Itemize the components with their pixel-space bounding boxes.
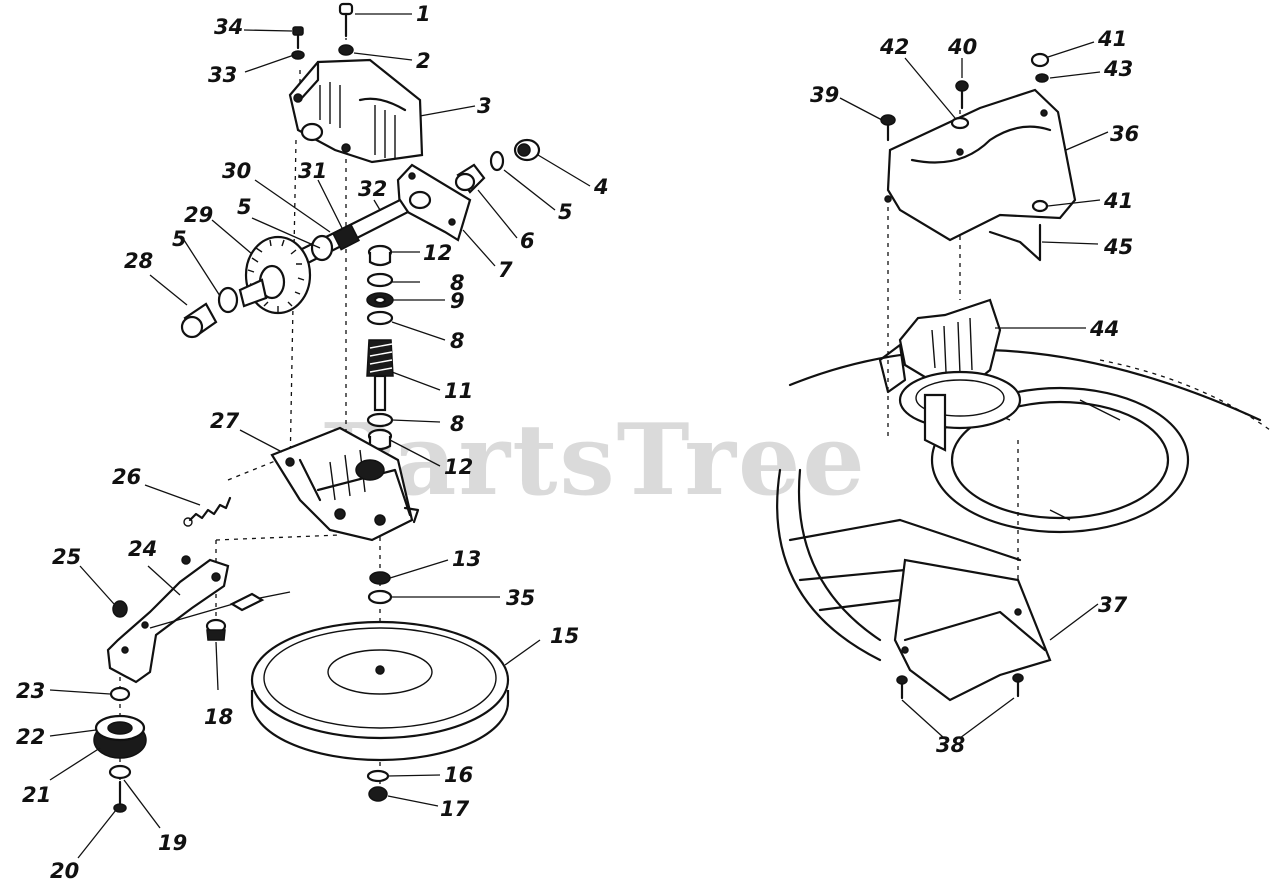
screw-34	[292, 26, 304, 50]
callout-8-middle: 8	[450, 329, 465, 353]
callout-37: 37	[1098, 593, 1128, 617]
nut-41-lower	[1031, 199, 1049, 213]
callout-1: 1	[416, 2, 431, 26]
washer-16	[366, 769, 390, 783]
callout-40: 40	[947, 35, 977, 59]
callout-45: 45	[1103, 235, 1133, 259]
callout-12-bottom: 12	[444, 455, 473, 479]
callout-5-upper: 5	[237, 195, 252, 219]
bolt-20	[113, 780, 127, 813]
mounted-gearbox-44	[878, 298, 1022, 452]
callout-2: 2	[416, 49, 431, 73]
washer-2	[338, 44, 354, 56]
washer-35	[367, 589, 393, 605]
callout-16: 16	[444, 763, 473, 787]
pulley-15	[250, 620, 510, 762]
callout-41-top: 41	[1097, 27, 1127, 51]
callout-13: 13	[452, 547, 481, 571]
bolt-39	[880, 114, 896, 142]
idler-bracket-24	[106, 555, 230, 684]
nut-25	[112, 600, 128, 618]
callout-39: 39	[810, 83, 839, 107]
callout-8-bottom: 8	[450, 412, 465, 436]
washer-5-left	[217, 286, 239, 314]
callout-12-top: 12	[423, 241, 452, 265]
callout-30: 30	[222, 159, 251, 183]
callout-17: 17	[440, 797, 470, 821]
washer-42	[950, 116, 970, 130]
callout-24: 24	[128, 537, 157, 561]
belt-cover-36	[884, 88, 1077, 242]
callout-27: 27	[210, 409, 240, 433]
callout-36: 36	[1110, 122, 1139, 146]
watermark: PartsTree	[320, 403, 867, 518]
callout-44: 44	[1089, 317, 1119, 341]
nut-17	[368, 786, 388, 802]
callout-43: 43	[1103, 57, 1133, 81]
worm-shaft-11	[366, 339, 394, 412]
callout-34: 34	[214, 15, 243, 39]
callout-4: 4	[593, 175, 609, 199]
callout-26: 26	[112, 465, 141, 489]
callout-5-right: 5	[558, 200, 573, 224]
rod-45	[988, 223, 1042, 262]
bushing-12-bottom	[367, 428, 393, 451]
callout-9: 9	[450, 289, 465, 313]
callout-38: 38	[936, 733, 965, 757]
left-gearbox-assembly	[93, 2, 541, 813]
worm-gear-29	[238, 235, 312, 315]
washer-8-top	[366, 272, 394, 288]
callout-21: 21	[22, 783, 51, 807]
washer-5-right	[489, 150, 505, 172]
callout-42: 42	[879, 35, 909, 59]
bearing-9	[366, 292, 394, 308]
bolt-40	[955, 80, 969, 110]
washer-8-bottom	[366, 412, 394, 428]
washer-43	[1035, 73, 1049, 83]
nut-13	[369, 571, 391, 585]
washer-19	[108, 764, 132, 780]
callout-7: 7	[498, 258, 513, 282]
callout-35: 35	[506, 586, 535, 610]
callout-15: 15	[550, 624, 579, 648]
bushing-6	[454, 163, 486, 194]
callout-29: 29	[184, 203, 213, 227]
washer-8-middle	[366, 310, 394, 326]
callout-5-left: 5	[172, 227, 187, 251]
washer-23	[109, 686, 131, 702]
right-deck-assembly	[776, 52, 1271, 702]
discharge-chute-37	[893, 558, 1052, 702]
callout-23: 23	[16, 679, 45, 703]
screws-38	[896, 673, 1024, 700]
gear-case-27	[270, 426, 420, 542]
callout-22: 22	[16, 725, 45, 749]
callout-25: 25	[52, 545, 81, 569]
callout-19: 19	[158, 831, 187, 855]
callout-31: 31	[298, 159, 327, 183]
spring-26	[188, 496, 232, 522]
callout-8-top: 8	[450, 271, 465, 295]
idler-pulley-21	[93, 714, 147, 759]
bushing-12-top	[367, 244, 393, 267]
callout-6: 6	[520, 229, 535, 253]
bushing-28	[180, 302, 218, 339]
callout-18: 18	[204, 705, 233, 729]
callout-41-lower: 41	[1103, 189, 1133, 213]
bushing-18	[205, 618, 227, 641]
washer-33	[291, 50, 305, 60]
housing-cover-3	[288, 58, 424, 164]
nut-4	[513, 138, 541, 162]
nut-41-top	[1030, 52, 1050, 68]
callout-20: 20	[50, 859, 79, 883]
leader-lines	[49, 13, 1109, 859]
callout-3: 3	[477, 94, 492, 118]
bolt-1	[338, 2, 354, 38]
callout-28: 28	[124, 249, 153, 273]
callout-labels: 1 2 3 4 5 5 5 6 7 8 8 8 9 11 12 12 13 15…	[16, 2, 1139, 883]
callout-11: 11	[444, 379, 473, 403]
callout-33: 33	[208, 63, 237, 87]
callout-32: 32	[358, 177, 387, 201]
